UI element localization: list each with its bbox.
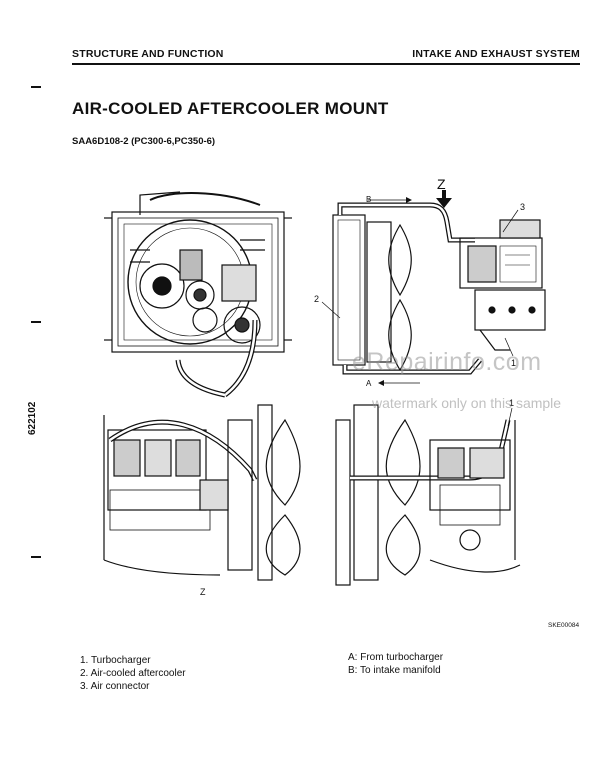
left-side-view-drawing <box>103 404 301 581</box>
legend-item: A: From turbocharger <box>348 652 444 663</box>
margin-mark <box>31 86 41 88</box>
right-side-view-drawing <box>335 404 521 586</box>
callout-2: 2 <box>314 294 319 304</box>
watermark-site: eRepairinfo.com <box>352 348 542 376</box>
flow-arrow-a-head <box>378 380 384 386</box>
view-label-z: Z <box>437 176 446 192</box>
flow-label-a: A <box>366 379 372 388</box>
watermark-note: watermark only on this sample <box>372 395 562 411</box>
callout-leader-2 <box>321 301 341 319</box>
legend-item: 2. Air-cooled aftercooler <box>80 668 186 679</box>
legend-flows: A: From turbocharger B: To intake manifo… <box>348 651 443 677</box>
callout-leader-1 <box>504 337 514 357</box>
flow-label-b: B <box>366 195 371 204</box>
legend-item: 1. Turbocharger <box>80 655 151 666</box>
callout-3: 3 <box>520 202 525 212</box>
flow-arrow-b-head <box>406 197 412 203</box>
view-direction-arrow <box>436 190 452 208</box>
callout-1-bottom: 1 <box>509 398 514 408</box>
callout-1: 1 <box>511 358 516 368</box>
top-view-drawing <box>332 202 546 375</box>
figure-code: SKE00084 <box>548 622 580 629</box>
page-title: AIR-COOLED AFTERCOOLER MOUNT <box>72 99 389 118</box>
header-section-left: STRUCTURE AND FUNCTION <box>72 48 224 60</box>
aftercooler-diagram: Z B A 3 2 1 <box>103 176 546 597</box>
header-rule <box>72 63 580 65</box>
page-subtitle: SAA6D108-2 (PC300-6,PC350-6) <box>72 136 216 147</box>
callout-leader-3 <box>502 209 519 233</box>
front-view-drawing <box>104 191 292 398</box>
legend-parts: 1. Turbocharger 2. Air-cooled aftercoole… <box>80 654 186 693</box>
legend-item: 3. Air connector <box>80 681 150 692</box>
margin-mark <box>31 556 41 558</box>
callout-leader-1b <box>507 407 513 427</box>
header-section-right: INTAKE AND EXHAUST SYSTEM <box>412 48 580 60</box>
legend-item: B: To intake manifold <box>348 665 441 676</box>
bottom-view-label-z: Z <box>200 587 206 597</box>
margin-mark <box>31 321 41 323</box>
